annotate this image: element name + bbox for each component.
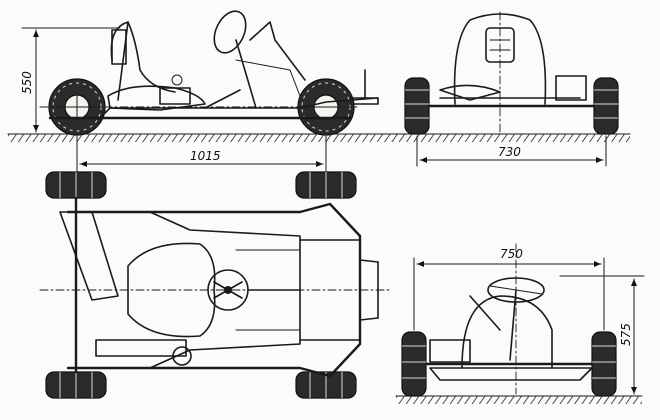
rear-left-wheel: [404, 77, 430, 135]
rear-right-wheel: [593, 77, 619, 135]
rear-ground: [398, 134, 630, 142]
rear-axle: [427, 75, 596, 108]
front-right-wheel: [591, 331, 617, 397]
front-height-label: 575: [619, 323, 633, 346]
rear-view: 730: [397, 11, 631, 167]
side-height-dimension: 550: [20, 27, 121, 133]
top-front-right-wheel: [295, 371, 357, 399]
front-body: [424, 295, 594, 381]
front-track-dimension: 750: [413, 247, 605, 331]
rear-track-label: 730: [498, 145, 521, 159]
top-steering-wheel: [207, 269, 301, 311]
front-view: 750 575: [395, 243, 645, 404]
top-front-left-wheel: [295, 171, 357, 199]
top-rear-right-wheel: [45, 371, 107, 399]
side-steering: [204, 10, 306, 109]
front-left-wheel: [401, 331, 427, 397]
top-engine: [59, 211, 192, 366]
rear-seat-back: [453, 13, 547, 105]
wheelbase-dimension: 1015: [76, 135, 327, 173]
rear-track-dimension: 730: [416, 135, 607, 167]
side-seat: [110, 21, 176, 101]
top-seat: [127, 242, 216, 338]
side-view: 550: [7, 10, 401, 173]
wheelbase-label: 1015: [190, 149, 221, 163]
front-ground: [396, 396, 642, 404]
front-steering-wheel: [469, 277, 545, 361]
side-engine: [107, 74, 206, 111]
front-track-label: 750: [500, 247, 523, 261]
side-ground: [8, 134, 400, 142]
side-height-label: 550: [20, 71, 34, 94]
front-height-dimension: 575: [559, 275, 645, 395]
top-rear-left-wheel: [45, 171, 107, 199]
side-frame: [48, 69, 379, 120]
top-view: [39, 171, 391, 399]
